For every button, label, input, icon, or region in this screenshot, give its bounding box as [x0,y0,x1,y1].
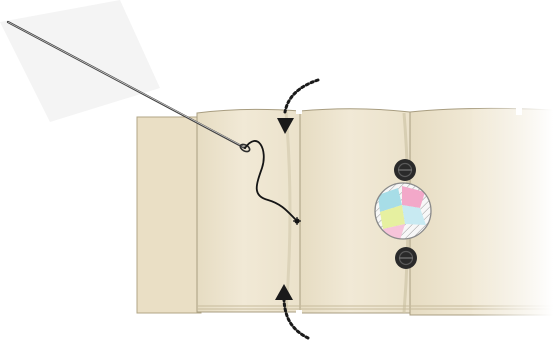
bead-icon [374,182,432,240]
right-fade [470,100,553,320]
arrow-down-icon [277,78,320,134]
black-bead-top-icon [394,159,416,181]
arrow-up-icon [275,284,310,340]
knot-icon [293,217,301,225]
thread-icon [244,140,297,221]
needle-icon [6,20,251,153]
black-bead-bottom-icon [395,247,417,269]
left-panel [136,116,202,314]
